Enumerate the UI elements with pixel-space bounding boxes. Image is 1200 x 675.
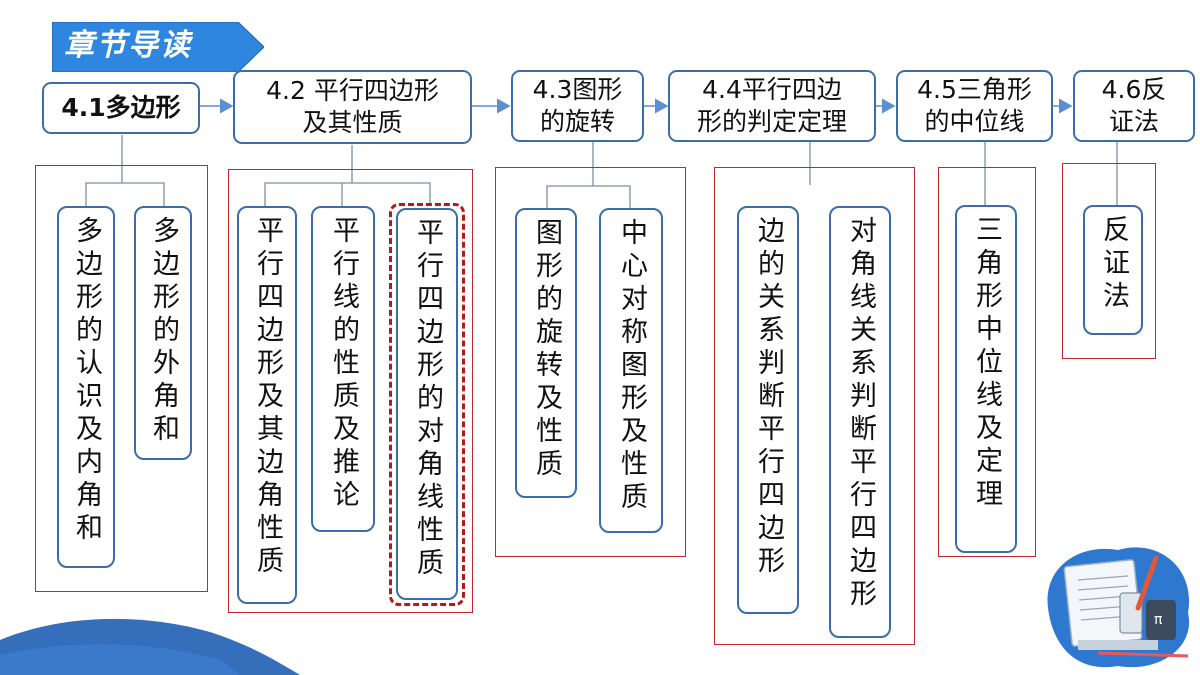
topic-box: 对角线关系判断平行四边形	[829, 206, 891, 638]
section-4-3-box: 4.3图形 的旋转	[511, 70, 644, 142]
header-banner	[52, 22, 264, 72]
highlight-dashed-frame	[389, 203, 465, 606]
section-4-5-frame	[938, 167, 1036, 557]
topic-label: 多边形的认识及内角和	[71, 216, 102, 546]
topic-label: 对角线关系判断平行四边形	[845, 216, 876, 612]
section-4-2-title: 4.2 平行四边形 及其性质	[266, 76, 439, 137]
section-4-3-frame	[495, 167, 686, 557]
section-4-5-box: 4.5三角形 的中位线	[896, 70, 1053, 142]
section-4-6-frame	[1062, 163, 1156, 359]
topic-box: 中心对称图形及性质	[599, 208, 663, 533]
topic-box: 反证法	[1083, 205, 1143, 335]
section-4-4-title: 4.4平行四边 形的判定定理	[696, 75, 847, 136]
topic-box: 多边形的外角和	[134, 206, 192, 460]
section-4-1-frame	[35, 165, 208, 592]
topic-label: 平行四边形及其边角性质	[252, 216, 283, 579]
section-4-1-title: 4.1多边形	[61, 93, 181, 122]
section-4-4-frame	[714, 167, 915, 645]
topic-box: 图形的旋转及性质	[515, 208, 577, 498]
topic-label: 中心对称图形及性质	[616, 218, 647, 515]
topic-label: 平行线的性质及推论	[328, 216, 359, 513]
section-4-5-title: 4.5三角形 的中位线	[917, 75, 1032, 136]
topic-label: 图形的旋转及性质	[531, 218, 562, 482]
topic-box-highlighted: 平行四边形的对角线性质	[396, 208, 458, 600]
topic-label: 三角形中位线及定理	[971, 215, 1002, 512]
page-title: 章节导读	[64, 28, 192, 63]
section-4-2-frame	[228, 169, 473, 613]
topic-box: 平行线的性质及推论	[311, 206, 375, 532]
section-4-1-box: 4.1多边形	[42, 82, 200, 134]
topic-label: 边的关系判断平行四边形	[753, 216, 784, 579]
svg-text:π: π	[1154, 612, 1163, 628]
section-4-2-box: 4.2 平行四边形 及其性质	[233, 70, 472, 144]
section-4-6-box: 4.6反 证法	[1073, 70, 1195, 142]
topic-box: 平行四边形及其边角性质	[237, 206, 297, 604]
topic-box: 边的关系判断平行四边形	[737, 206, 799, 614]
topic-label: 反证法	[1098, 215, 1129, 314]
topic-label: 平行四边形的对角线性质	[412, 218, 443, 581]
topic-box: 多边形的认识及内角和	[57, 206, 115, 568]
topic-label: 多边形的外角和	[148, 216, 179, 447]
section-4-3-title: 4.3图形 的旋转	[532, 75, 623, 136]
section-4-6-title: 4.6反 证法	[1101, 75, 1167, 136]
section-4-4-box: 4.4平行四边 形的判定定理	[668, 70, 876, 142]
topic-box: 三角形中位线及定理	[955, 205, 1017, 553]
math-books-illustration-icon: π	[1047, 547, 1190, 668]
